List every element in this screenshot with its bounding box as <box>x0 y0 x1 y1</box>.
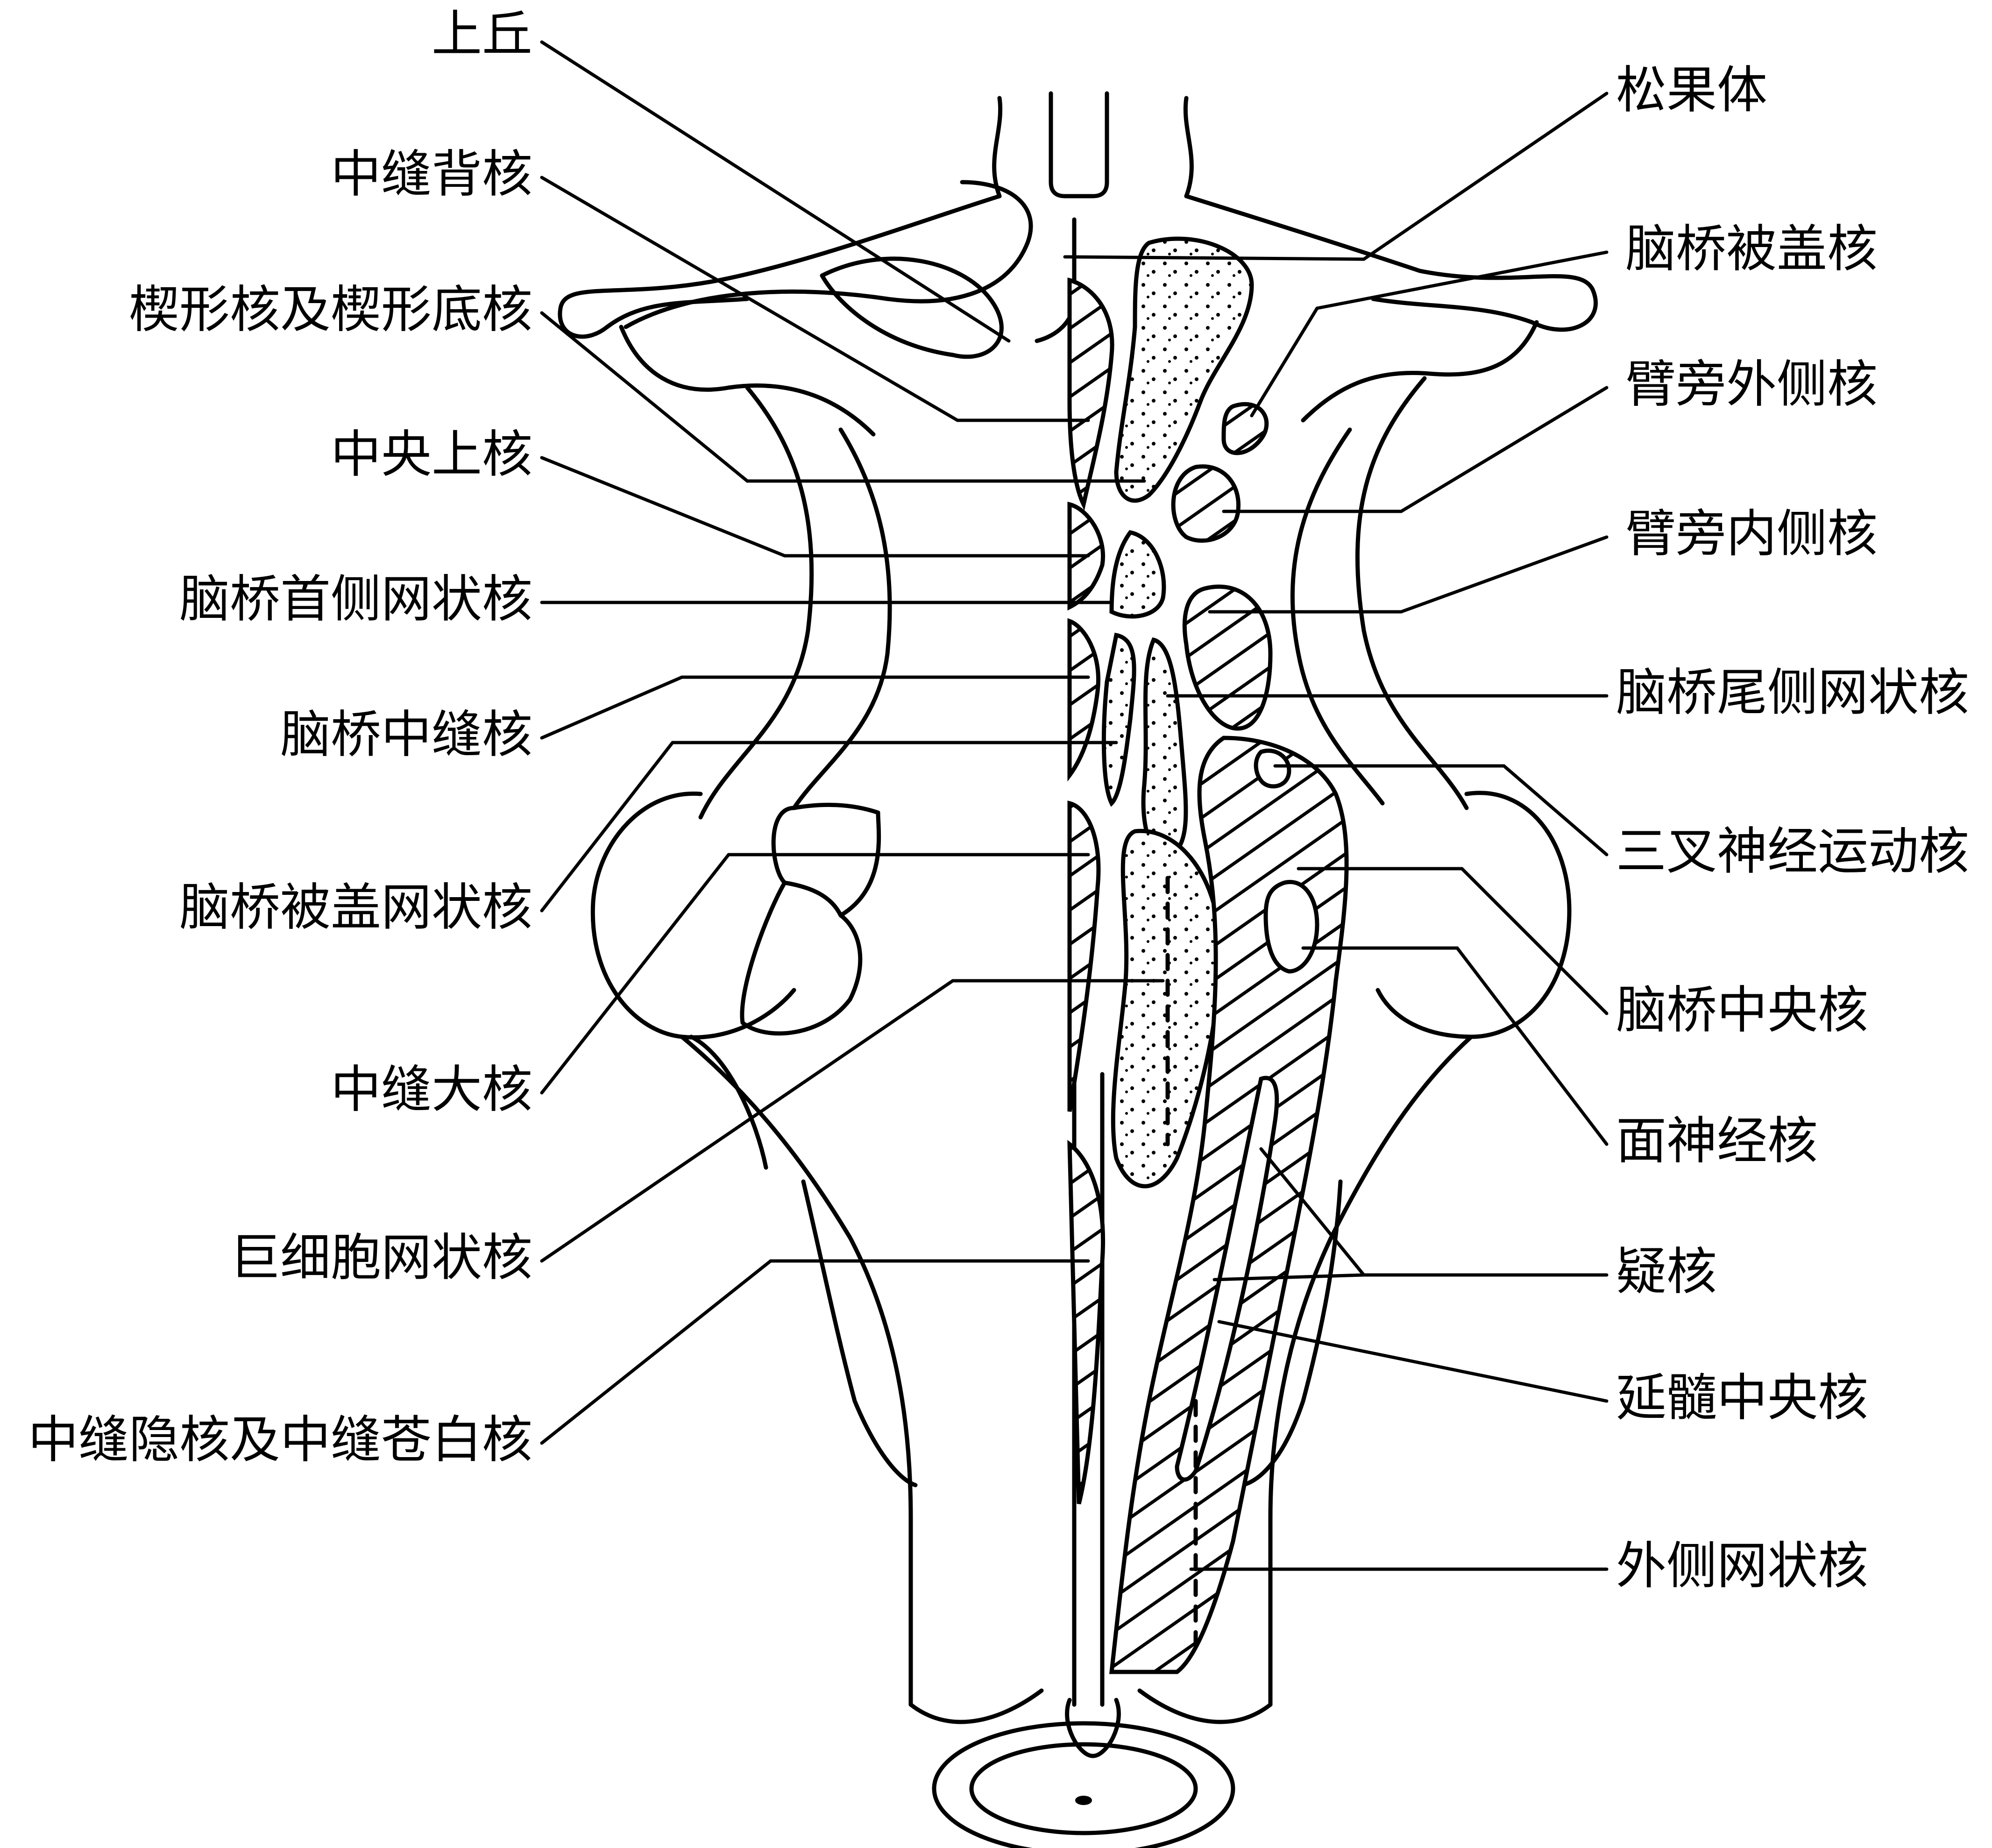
label-raphe-obscurus-pallidus-nucleus: 中缝隐核及中缝苍白核 <box>28 1411 532 1469</box>
label-superior-central-nucleus: 中央上核 <box>331 425 532 484</box>
label-raphe-magnus-nucleus: 中缝大核 <box>331 1061 532 1119</box>
label-facial-nucleus: 面神经核 <box>1616 1112 1818 1170</box>
facial-nucleus-shape <box>1263 880 1319 974</box>
caudal-pontine-reticular-shape <box>1101 632 1136 807</box>
pontine-tegmental-reticular-shape <box>1141 637 1188 858</box>
label-lateral-parabrachial-nucleus: 臂旁外侧核 <box>1625 355 1878 414</box>
rostral-pontine-reticular-shape <box>1109 530 1166 619</box>
label-medullary-central-nucleus: 延髓中央核 <box>1616 1369 1868 1427</box>
label-pontine-tegmental-nucleus: 脑桥被盖核 <box>1625 220 1878 278</box>
trigeminal-region-shape <box>1182 584 1273 731</box>
label-pontine-raphe-nucleus: 脑桥中缝核 <box>280 706 532 764</box>
parabrachial-medial-shape <box>1171 464 1241 543</box>
leader-lines <box>540 40 1609 1571</box>
raphe-obscurus-shape <box>1067 1140 1106 1505</box>
nuclei <box>1067 236 1349 1674</box>
parabrachial-lateral-shape <box>1221 402 1269 455</box>
label-medial-parabrachial-nucleus: 臂旁内侧核 <box>1625 505 1878 563</box>
raphe-magnus-shape <box>1067 800 1101 1112</box>
label-dorsal-raphe-nucleus: 中缝背核 <box>331 145 532 204</box>
label-nucleus-ambiguus: 疑核 <box>1616 1243 1717 1301</box>
label-pontine-central-nucleus: 脑桥中央核 <box>1616 981 1868 1040</box>
label-pineal-body: 松果体 <box>1616 61 1767 120</box>
raphe-pontine-shape <box>1067 618 1100 782</box>
raphe-dorsal-nucleus-shape <box>1067 277 1114 511</box>
label-lateral-reticular-nucleus: 外侧网状核 <box>1616 1537 1868 1595</box>
label-cuneiform-nucleus: 楔形核及楔形底核 <box>129 281 532 339</box>
label-gigantocellular-reticular-nucleus: 巨细胞网状核 <box>230 1229 532 1287</box>
right-labels: 松果体 脑桥被盖核 臂旁外侧核 臂旁内侧核 脑桥尾侧网状核 三叉神经运动核 脑桥… <box>1616 61 1969 1595</box>
label-trigeminal-motor-nucleus: 三叉神经运动核 <box>1616 822 1969 881</box>
tegmental-dotted-shape <box>1114 236 1254 503</box>
label-rostral-pontine-reticular-nucleus: 脑桥首侧网状核 <box>179 570 532 629</box>
trigeminal-motor-shape <box>1254 748 1291 789</box>
label-superior-colliculus: 上丘 <box>432 5 532 64</box>
label-caudal-pontine-reticular-nucleus: 脑桥尾侧网状核 <box>1616 664 1969 722</box>
left-labels: 上丘 中缝背核 楔形核及楔形底核 中央上核 脑桥首侧网状核 脑桥中缝核 脑桥被盖… <box>28 5 532 1469</box>
label-pontine-tegmental-reticular-nucleus: 脑桥被盖网状核 <box>179 878 532 937</box>
